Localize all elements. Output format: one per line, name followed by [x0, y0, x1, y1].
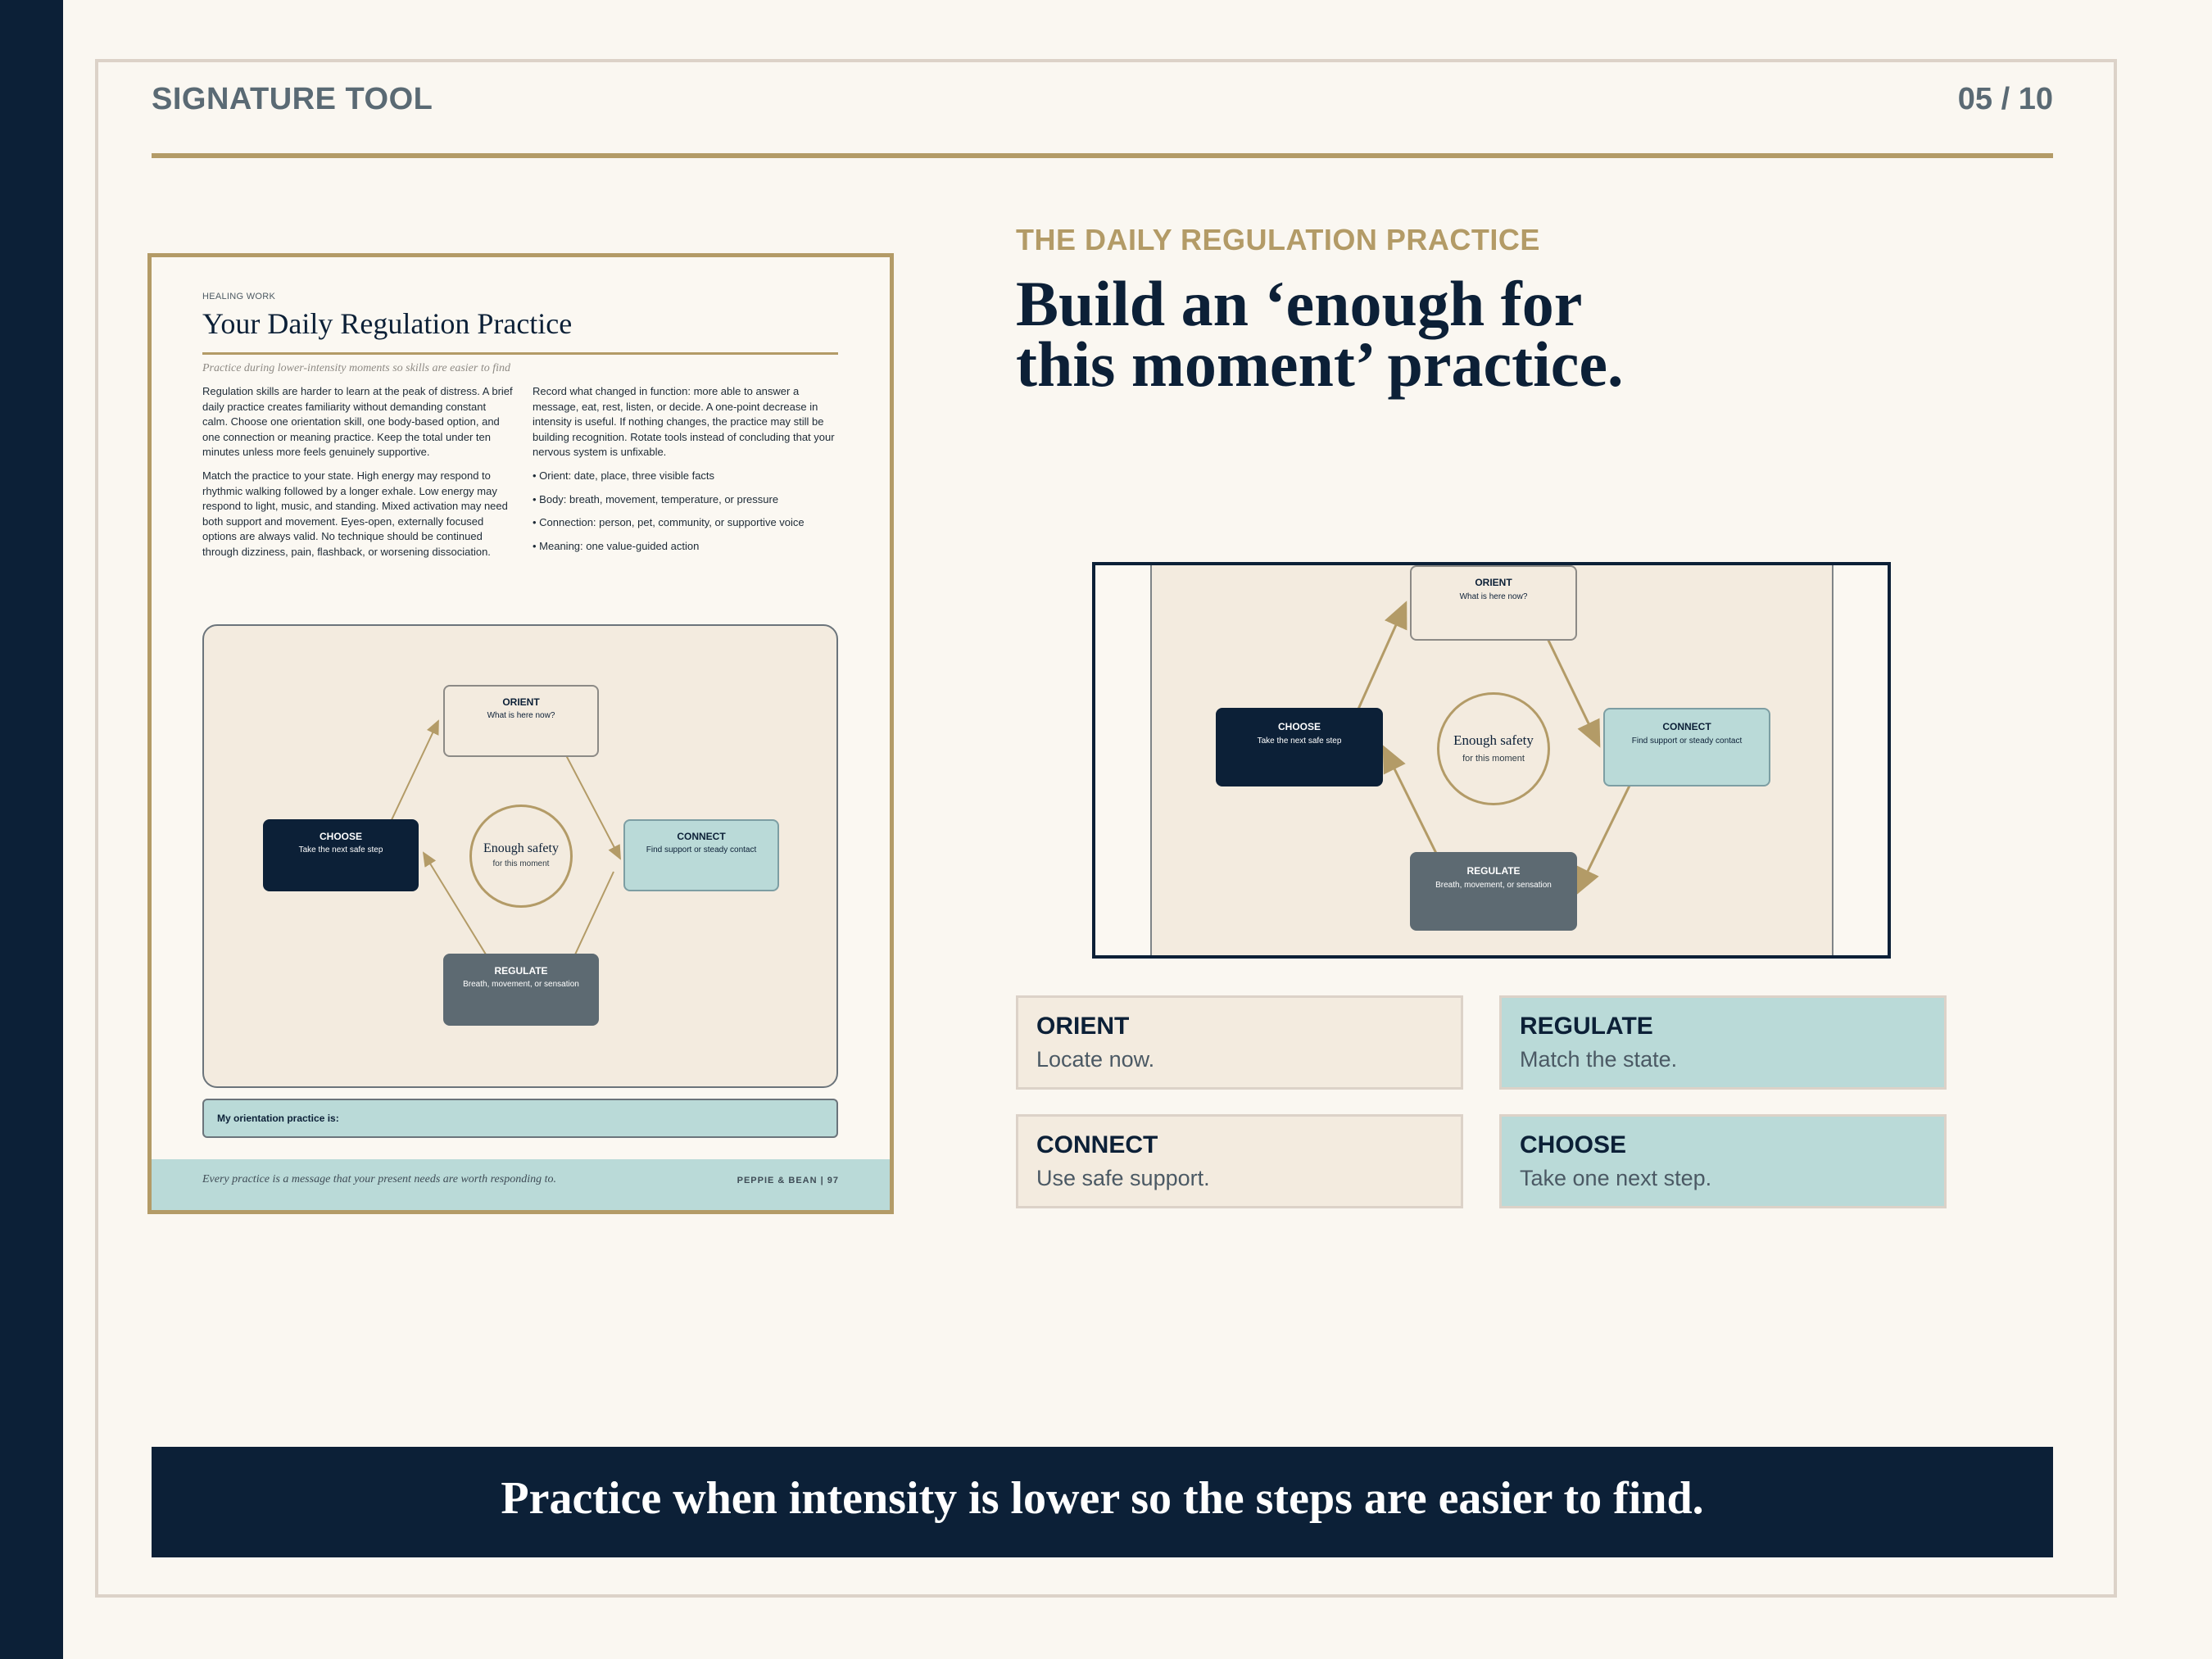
node-subtitle: What is here now?	[487, 711, 555, 720]
hub-subtitle: for this moment	[492, 859, 550, 868]
node-title: CHOOSE	[319, 831, 362, 842]
takeaway-text: Practice when intensity is lower so the …	[501, 1473, 1704, 1524]
preview-hub-circle: Enough safety for this moment	[1437, 692, 1550, 805]
card-title: CONNECT	[1036, 1131, 1158, 1158]
worksheet-paragraph: Regulation skills are harder to learn at…	[202, 385, 513, 459]
worksheet-divider	[202, 352, 838, 355]
headline-line: this moment’ practice.	[1016, 329, 1624, 400]
header-divider	[152, 153, 2053, 158]
hub-title: Enough safety	[483, 841, 559, 855]
step-card-regulate: REGULATE Match the state.	[1499, 995, 1947, 1090]
preview-node-orient: ORIENT What is here now?	[1410, 565, 1577, 641]
node-subtitle: Take the next safe step	[298, 845, 383, 854]
worksheet-title: Your Daily Regulation Practice	[202, 307, 573, 340]
worksheet-cycle-diagram: ORIENT What is here now? CONNECT Find su…	[202, 624, 838, 1088]
preview-node-choose: CHOOSE Take the next safe step	[1216, 708, 1383, 786]
step-card-orient: ORIENT Locate now.	[1016, 995, 1463, 1090]
card-title: CHOOSE	[1520, 1131, 1627, 1158]
field-label: My orientation practice is:	[217, 1113, 339, 1124]
headline-line: Build an ‘enough for	[1016, 268, 1583, 339]
worksheet-bullet-list: • Orient: date, place, three visible fac…	[533, 469, 844, 554]
orientation-practice-field: My orientation practice is:	[202, 1099, 838, 1138]
node-title: ORIENT	[1475, 577, 1512, 588]
card-description: Match the state.	[1520, 1047, 1678, 1072]
node-title: CONNECT	[677, 831, 726, 842]
section-kicker: THE DAILY REGULATION PRACTICE	[1016, 223, 1540, 256]
side-accent-bar	[0, 0, 63, 1659]
worksheet-bullet: • Orient: date, place, three visible fac…	[533, 469, 715, 482]
node-subtitle: Find support or steady contact	[646, 845, 757, 854]
node-title: CONNECT	[1662, 721, 1711, 732]
slide-frame	[95, 59, 2117, 1598]
card-description: Take one next step.	[1520, 1166, 1712, 1190]
slide-page-number: 05 / 10	[1957, 82, 2053, 116]
worksheet-bullet: • Connection: person, pet, community, or…	[533, 516, 805, 529]
footer-quote: Every practice is a message that your pr…	[202, 1173, 556, 1185]
worksheet-footer: Every practice is a message that your pr…	[152, 1159, 890, 1210]
node-subtitle: Breath, movement, or sensation	[463, 980, 579, 989]
node-title: ORIENT	[502, 696, 540, 708]
worksheet-node-choose: CHOOSE Take the next safe step	[263, 819, 419, 891]
node-subtitle: Breath, movement, or sensation	[1435, 881, 1552, 890]
hub-subtitle: for this moment	[1462, 754, 1525, 764]
preview-node-connect: CONNECT Find support or steady contact	[1603, 708, 1770, 786]
worksheet-column-left: Regulation skills are harder to learn at…	[202, 384, 514, 569]
takeaway-banner: Practice when intensity is lower so the …	[152, 1447, 2053, 1557]
node-title: REGULATE	[1466, 865, 1521, 877]
worksheet-node-connect: CONNECT Find support or steady contact	[623, 819, 779, 891]
node-subtitle: Take the next safe step	[1257, 737, 1342, 746]
worksheet-subtitle: Practice during lower-intensity moments …	[202, 362, 510, 374]
worksheet-paragraph: Record what changed in function: more ab…	[533, 385, 835, 459]
hub-title: Enough safety	[1453, 732, 1534, 748]
worksheet-bullet: • Meaning: one value-guided action	[533, 539, 700, 552]
card-title: ORIENT	[1036, 1013, 1130, 1040]
worksheet-node-regulate: REGULATE Breath, movement, or sensation	[443, 954, 599, 1026]
worksheet-hub-circle: Enough safety for this moment	[469, 805, 573, 908]
card-description: Use safe support.	[1036, 1166, 1210, 1190]
node-subtitle: What is here now?	[1459, 592, 1528, 601]
card-description: Locate now.	[1036, 1047, 1155, 1072]
diagram-preview-canvas: ORIENT What is here now? CONNECT Find su…	[1150, 565, 1834, 955]
card-title: REGULATE	[1520, 1013, 1653, 1040]
worksheet-page-preview: HEALING WORK Your Daily Regulation Pract…	[147, 253, 894, 1214]
worksheet-bullet: • Body: breath, movement, temperature, o…	[533, 492, 779, 505]
slide-headline: Build an ‘enough for this moment’ practi…	[1016, 268, 1835, 400]
node-title: REGULATE	[494, 965, 548, 977]
worksheet-paragraph: Match the practice to your state. High e…	[202, 469, 508, 558]
step-card-connect: CONNECT Use safe support.	[1016, 1114, 1463, 1208]
step-card-choose: CHOOSE Take one next step.	[1499, 1114, 1947, 1208]
preview-node-regulate: REGULATE Breath, movement, or sensation	[1410, 852, 1577, 931]
worksheet-column-right: Record what changed in function: more ab…	[533, 384, 844, 562]
worksheet-kicker: HEALING WORK	[202, 292, 276, 301]
node-title: CHOOSE	[1277, 721, 1321, 732]
slide-section-label: SIGNATURE TOOL	[152, 82, 433, 116]
node-subtitle: Find support or steady contact	[1631, 737, 1743, 746]
footer-brand-page: PEPPIE & BEAN | 97	[737, 1176, 839, 1185]
worksheet-node-orient: ORIENT What is here now?	[443, 685, 599, 757]
diagram-preview: ORIENT What is here now? CONNECT Find su…	[1092, 562, 1891, 959]
